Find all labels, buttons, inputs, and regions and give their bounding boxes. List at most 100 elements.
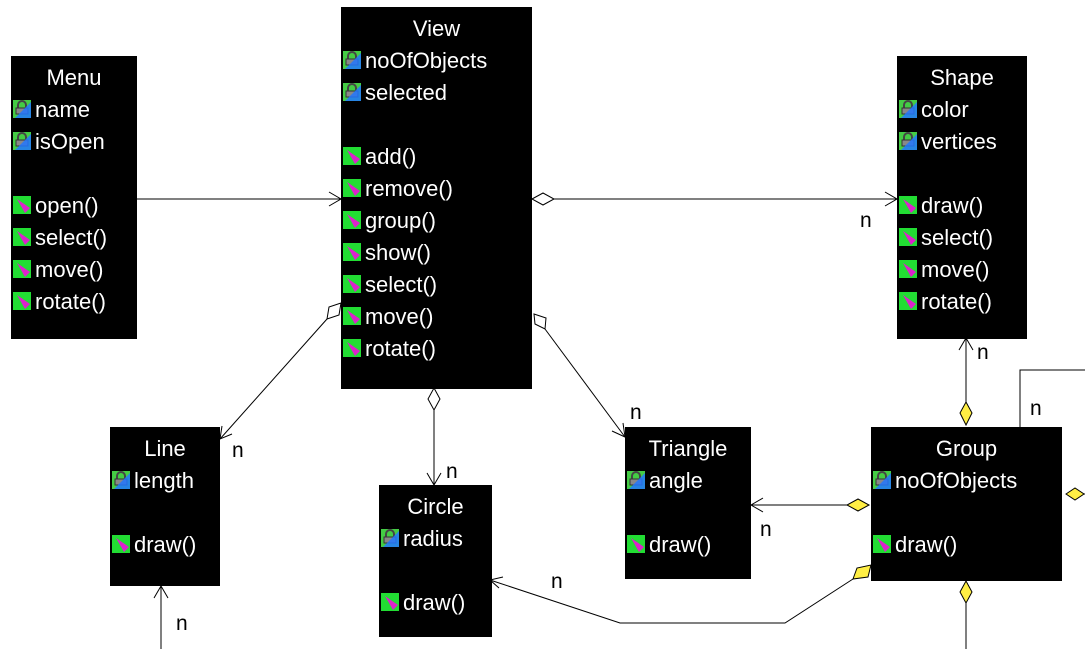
attribute-lock-icon [381, 529, 399, 547]
method-icon [899, 196, 917, 214]
method-name: move() [35, 257, 104, 282]
composition-diamond-group-self [1065, 487, 1085, 501]
method-name: draw() [895, 532, 958, 557]
attribute-name: noOfObjects [365, 48, 488, 73]
method-name: move() [365, 304, 434, 329]
attribute-lock-icon [13, 100, 31, 118]
class-name: Shape [930, 65, 994, 90]
class-name: Line [144, 436, 186, 461]
aggregation-diamond-view-shape [530, 192, 556, 206]
method-icon [899, 260, 917, 278]
method-icon [13, 292, 31, 310]
attribute-name: selected [365, 80, 447, 105]
edge-group-self[interactable] [1019, 369, 1085, 427]
method-icon [13, 260, 31, 278]
method-icon [343, 339, 361, 357]
class-name: View [412, 16, 461, 41]
method-row[interactable]: group() [341, 205, 532, 237]
method-row[interactable]: draw() [625, 529, 751, 561]
compartment-separator [871, 497, 1062, 529]
method-row[interactable]: rotate() [897, 286, 1027, 318]
method-row[interactable]: move() [341, 301, 532, 333]
method-name: draw() [649, 532, 712, 557]
method-row[interactable]: draw() [379, 587, 492, 619]
attribute-row[interactable]: length [110, 465, 220, 497]
method-row[interactable]: add() [341, 141, 532, 173]
compartment-separator [625, 497, 751, 529]
attribute-row[interactable]: noOfObjects [871, 465, 1062, 497]
attribute-lock-icon [343, 83, 361, 101]
method-row[interactable]: open() [11, 190, 137, 222]
method-row[interactable]: draw() [897, 190, 1027, 222]
method-icon [343, 211, 361, 229]
multiplicity-label: n [860, 209, 872, 232]
attribute-lock-icon [13, 132, 31, 150]
method-row[interactable]: select() [897, 222, 1027, 254]
attribute-row[interactable]: color [897, 94, 1027, 126]
aggregation-diamond-view-triangle [533, 313, 547, 330]
attribute-lock-icon [112, 471, 130, 489]
attribute-row[interactable]: angle [625, 465, 751, 497]
attribute-name: color [921, 97, 969, 122]
method-icon [343, 179, 361, 197]
compartment-separator [897, 158, 1027, 190]
composition-diamond-group-shape [959, 400, 973, 427]
method-name: rotate() [35, 289, 106, 314]
multiplicity-label: n [977, 341, 989, 364]
method-row[interactable]: move() [897, 254, 1027, 286]
method-row[interactable]: rotate() [11, 286, 137, 318]
attribute-row[interactable]: vertices [897, 126, 1027, 158]
attribute-name: angle [649, 468, 703, 493]
method-row[interactable]: draw() [110, 529, 220, 561]
method-row[interactable]: draw() [871, 529, 1062, 561]
multiplicity-label: n [1030, 397, 1042, 420]
composition-diamond-group-circle [852, 564, 872, 580]
method-row[interactable]: show() [341, 237, 532, 269]
method-name: move() [921, 257, 990, 282]
attribute-row[interactable]: noOfObjects [341, 45, 532, 77]
multiplicity-label: n [630, 401, 642, 424]
method-row[interactable]: rotate() [341, 333, 532, 365]
arrowhead-group-triangle [750, 497, 764, 513]
compartment-separator [11, 158, 137, 190]
attribute-name: name [35, 97, 91, 122]
aggregation-diamond-view-line [326, 302, 342, 320]
method-name: select() [35, 225, 108, 250]
arrowhead-view-line [219, 425, 233, 440]
method-icon [13, 196, 31, 214]
method-icon [343, 147, 361, 165]
class-box-shape[interactable]: Shape color vertices draw()select() move() ro… [897, 56, 1027, 339]
method-name: draw() [134, 532, 197, 557]
compartment-separator [341, 109, 532, 141]
attribute-row[interactable]: radius [379, 523, 492, 555]
attribute-row[interactable]: isOpen [11, 126, 137, 158]
composition-diamond-group-bottom [959, 579, 973, 605]
attribute-row[interactable]: name [11, 94, 137, 126]
multiplicity-label: n [551, 570, 563, 593]
attribute-name: noOfObjects [895, 468, 1018, 493]
method-icon [873, 535, 891, 553]
class-box-line[interactable]: Line length draw() [110, 427, 220, 586]
method-row[interactable]: select() [341, 269, 532, 301]
method-name: draw() [403, 590, 466, 615]
class-box-view[interactable]: View noOfObjects selected add()remove()grou… [341, 7, 532, 389]
compartment-separator [110, 497, 220, 529]
method-icon [899, 292, 917, 310]
attribute-lock-icon [899, 132, 917, 150]
attribute-row[interactable]: selected [341, 77, 532, 109]
method-row[interactable]: remove() [341, 173, 532, 205]
method-row[interactable]: move() [11, 254, 137, 286]
edge-view-line[interactable] [219, 318, 328, 440]
composition-diamond-group-triangle [845, 498, 871, 512]
multiplicity-label: n [176, 612, 188, 635]
edge-group-circle[interactable] [489, 578, 854, 624]
attribute-name: isOpen [35, 129, 105, 154]
method-row[interactable]: select() [11, 222, 137, 254]
attribute-lock-icon [343, 51, 361, 69]
edge-view-triangle[interactable] [544, 328, 626, 438]
